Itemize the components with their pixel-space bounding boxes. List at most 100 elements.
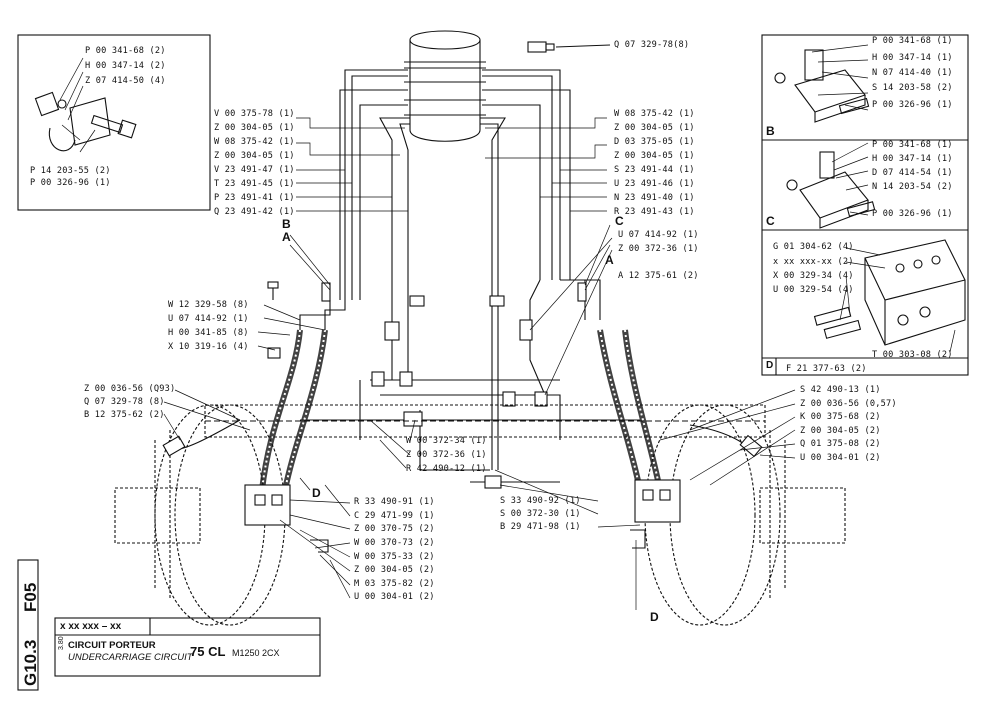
part-label: S 42 490-13 (1) xyxy=(800,385,881,395)
part-label: S 14 203-58 (2) xyxy=(872,83,953,93)
part-label: Z 00 036-56 (0,57) xyxy=(800,399,897,409)
part-label: V 23 491-47 (1) xyxy=(214,165,295,175)
part-label: X 00 329-34 (4) xyxy=(773,271,854,281)
title-english: UNDERCARRIAGE CIRCUIT xyxy=(68,652,193,663)
part-label: Q 01 375-08 (2) xyxy=(800,439,881,449)
callout-C-right: C xyxy=(615,214,624,228)
part-label: P 00 341-68 (1) xyxy=(872,36,953,46)
part-label: D 07 414-54 (1) xyxy=(872,168,953,178)
side-code-2: G10.3 xyxy=(21,639,40,686)
part-label: W 08 375-42 (1) xyxy=(214,137,295,147)
part-label: G 01 304-62 (4) xyxy=(773,242,854,252)
right-valve-block xyxy=(630,479,681,549)
part-label: N 07 414-40 (1) xyxy=(872,68,953,78)
part-label: W 00 370-73 (2) xyxy=(354,538,435,548)
part-label: D 03 375-05 (1) xyxy=(614,137,695,147)
leader-lines xyxy=(59,44,956,610)
callout-A-left: A xyxy=(282,230,291,244)
callout-A-right: A xyxy=(605,253,614,267)
part-label: Z 00 372-36 (1) xyxy=(406,450,487,460)
part-label: Z 00 304-05 (2) xyxy=(800,426,881,436)
part-label: X 10 319-16 (4) xyxy=(168,342,249,352)
part-label: Z 07 414-50 (4) xyxy=(85,76,166,86)
callout-D-box: D xyxy=(766,360,774,371)
part-label: H 00 347-14 (2) xyxy=(85,61,166,71)
part-label: W 08 375-42 (1) xyxy=(614,109,695,119)
part-label: K 00 375-68 (2) xyxy=(800,412,881,422)
part-label: H 00 341-85 (8) xyxy=(168,328,249,338)
part-label: U 00 304-01 (2) xyxy=(800,453,881,463)
part-label: Z 00 036-56 (Q93) xyxy=(84,384,176,394)
drawing-date: 3.80 xyxy=(58,636,65,650)
part-label: A 12 375-61 (2) xyxy=(618,271,699,281)
part-label: Q 07 329-78 (8) xyxy=(84,397,165,407)
part-label: W 12 329-58 (8) xyxy=(168,300,249,310)
model-code: 75 CL xyxy=(190,644,226,659)
part-label: H 00 347-14 (1) xyxy=(872,53,953,63)
part-label: S 33 490-92 (1) xyxy=(500,496,581,506)
part-label: B 12 375-62 (2) xyxy=(84,410,165,420)
part-label: R 33 490-91 (1) xyxy=(354,497,435,507)
callout-C-box: C xyxy=(766,214,775,228)
part-label: P 00 341-68 (2) xyxy=(85,46,166,56)
right-pipe-bundle xyxy=(480,69,601,470)
part-label: F 21 377-63 (2) xyxy=(786,364,867,374)
part-label: U 00 304-01 (2) xyxy=(354,592,435,602)
title-french: CIRCUIT PORTEUR xyxy=(68,640,156,651)
drawing-serial: x xx xxx – xx xyxy=(60,621,122,632)
part-label: T 23 491-45 (1) xyxy=(214,179,295,189)
side-code-1: F05 xyxy=(21,582,40,612)
inset-frame-topleft xyxy=(17,34,211,211)
part-label: x xx xxx-xx (2) xyxy=(773,257,854,267)
part-label: P 23 491-41 (1) xyxy=(214,193,295,203)
part-label: P 00 326-96 (1) xyxy=(872,209,953,219)
callout-B-box: B xyxy=(766,124,775,138)
inset-topleft-parts xyxy=(34,91,137,152)
inset-B-parts xyxy=(774,49,870,123)
part-label: S 23 491-44 (1) xyxy=(614,165,695,175)
part-label: N 23 491-40 (1) xyxy=(614,193,695,203)
part-label: B 29 471-98 (1) xyxy=(500,522,581,532)
part-label: Z 00 304-05 (1) xyxy=(614,123,695,133)
part-label: Z 00 370-75 (2) xyxy=(354,524,435,534)
axle xyxy=(204,404,766,438)
part-label: C 29 471-99 (1) xyxy=(354,511,435,521)
callout-D-bottom: D xyxy=(650,610,659,624)
part-label: R 42 490-12 (1) xyxy=(406,464,487,474)
part-label: U 00 329-54 (4) xyxy=(773,285,854,295)
part-label: P 14 203-55 (2) xyxy=(30,166,111,176)
part-label: Z 00 304-05 (1) xyxy=(214,151,295,161)
part-label: P 00 341-68 (1) xyxy=(872,140,953,150)
inset-D-parts xyxy=(813,239,966,346)
part-label: W 00 372-34 (1) xyxy=(406,436,487,446)
part-label: N 14 203-54 (2) xyxy=(872,182,953,192)
part-label: U 23 491-46 (1) xyxy=(614,179,695,189)
part-label: M 03 375-82 (2) xyxy=(354,579,435,589)
inset-C-parts xyxy=(786,151,876,229)
part-label: U 07 414-92 (1) xyxy=(618,230,699,240)
part-label: P 00 326-96 (1) xyxy=(30,178,111,188)
part-label: Z 00 304-05 (2) xyxy=(354,565,435,575)
inset-frame-right xyxy=(761,34,969,376)
model-variant: M1250 2CX xyxy=(232,648,280,658)
part-label: Z 00 304-05 (1) xyxy=(614,151,695,161)
fitting-icons xyxy=(321,282,587,489)
cross-pipes xyxy=(300,379,640,483)
part-label: P 00 326-96 (1) xyxy=(872,100,953,110)
callout-B-left: B xyxy=(282,217,291,231)
bolt-icon-left xyxy=(267,281,281,359)
bolt-icon xyxy=(527,41,555,53)
part-label: Q 23 491-42 (1) xyxy=(214,207,295,217)
part-label: Z 00 304-05 (1) xyxy=(214,123,295,133)
part-label: Z 00 372-36 (1) xyxy=(618,244,699,254)
part-label: R 23 491-43 (1) xyxy=(614,207,695,217)
part-label: S 00 372-30 (1) xyxy=(500,509,581,519)
part-label: Q 07 329-78(8) xyxy=(614,40,690,50)
part-label: T 00 303-08 (2) xyxy=(872,350,953,360)
part-label: W 00 375-33 (2) xyxy=(354,552,435,562)
left-valve-block xyxy=(244,484,329,553)
part-label: H 00 347-14 (1) xyxy=(872,154,953,164)
callout-D-left: D xyxy=(312,486,321,500)
part-label: U 07 414-92 (1) xyxy=(168,314,249,324)
